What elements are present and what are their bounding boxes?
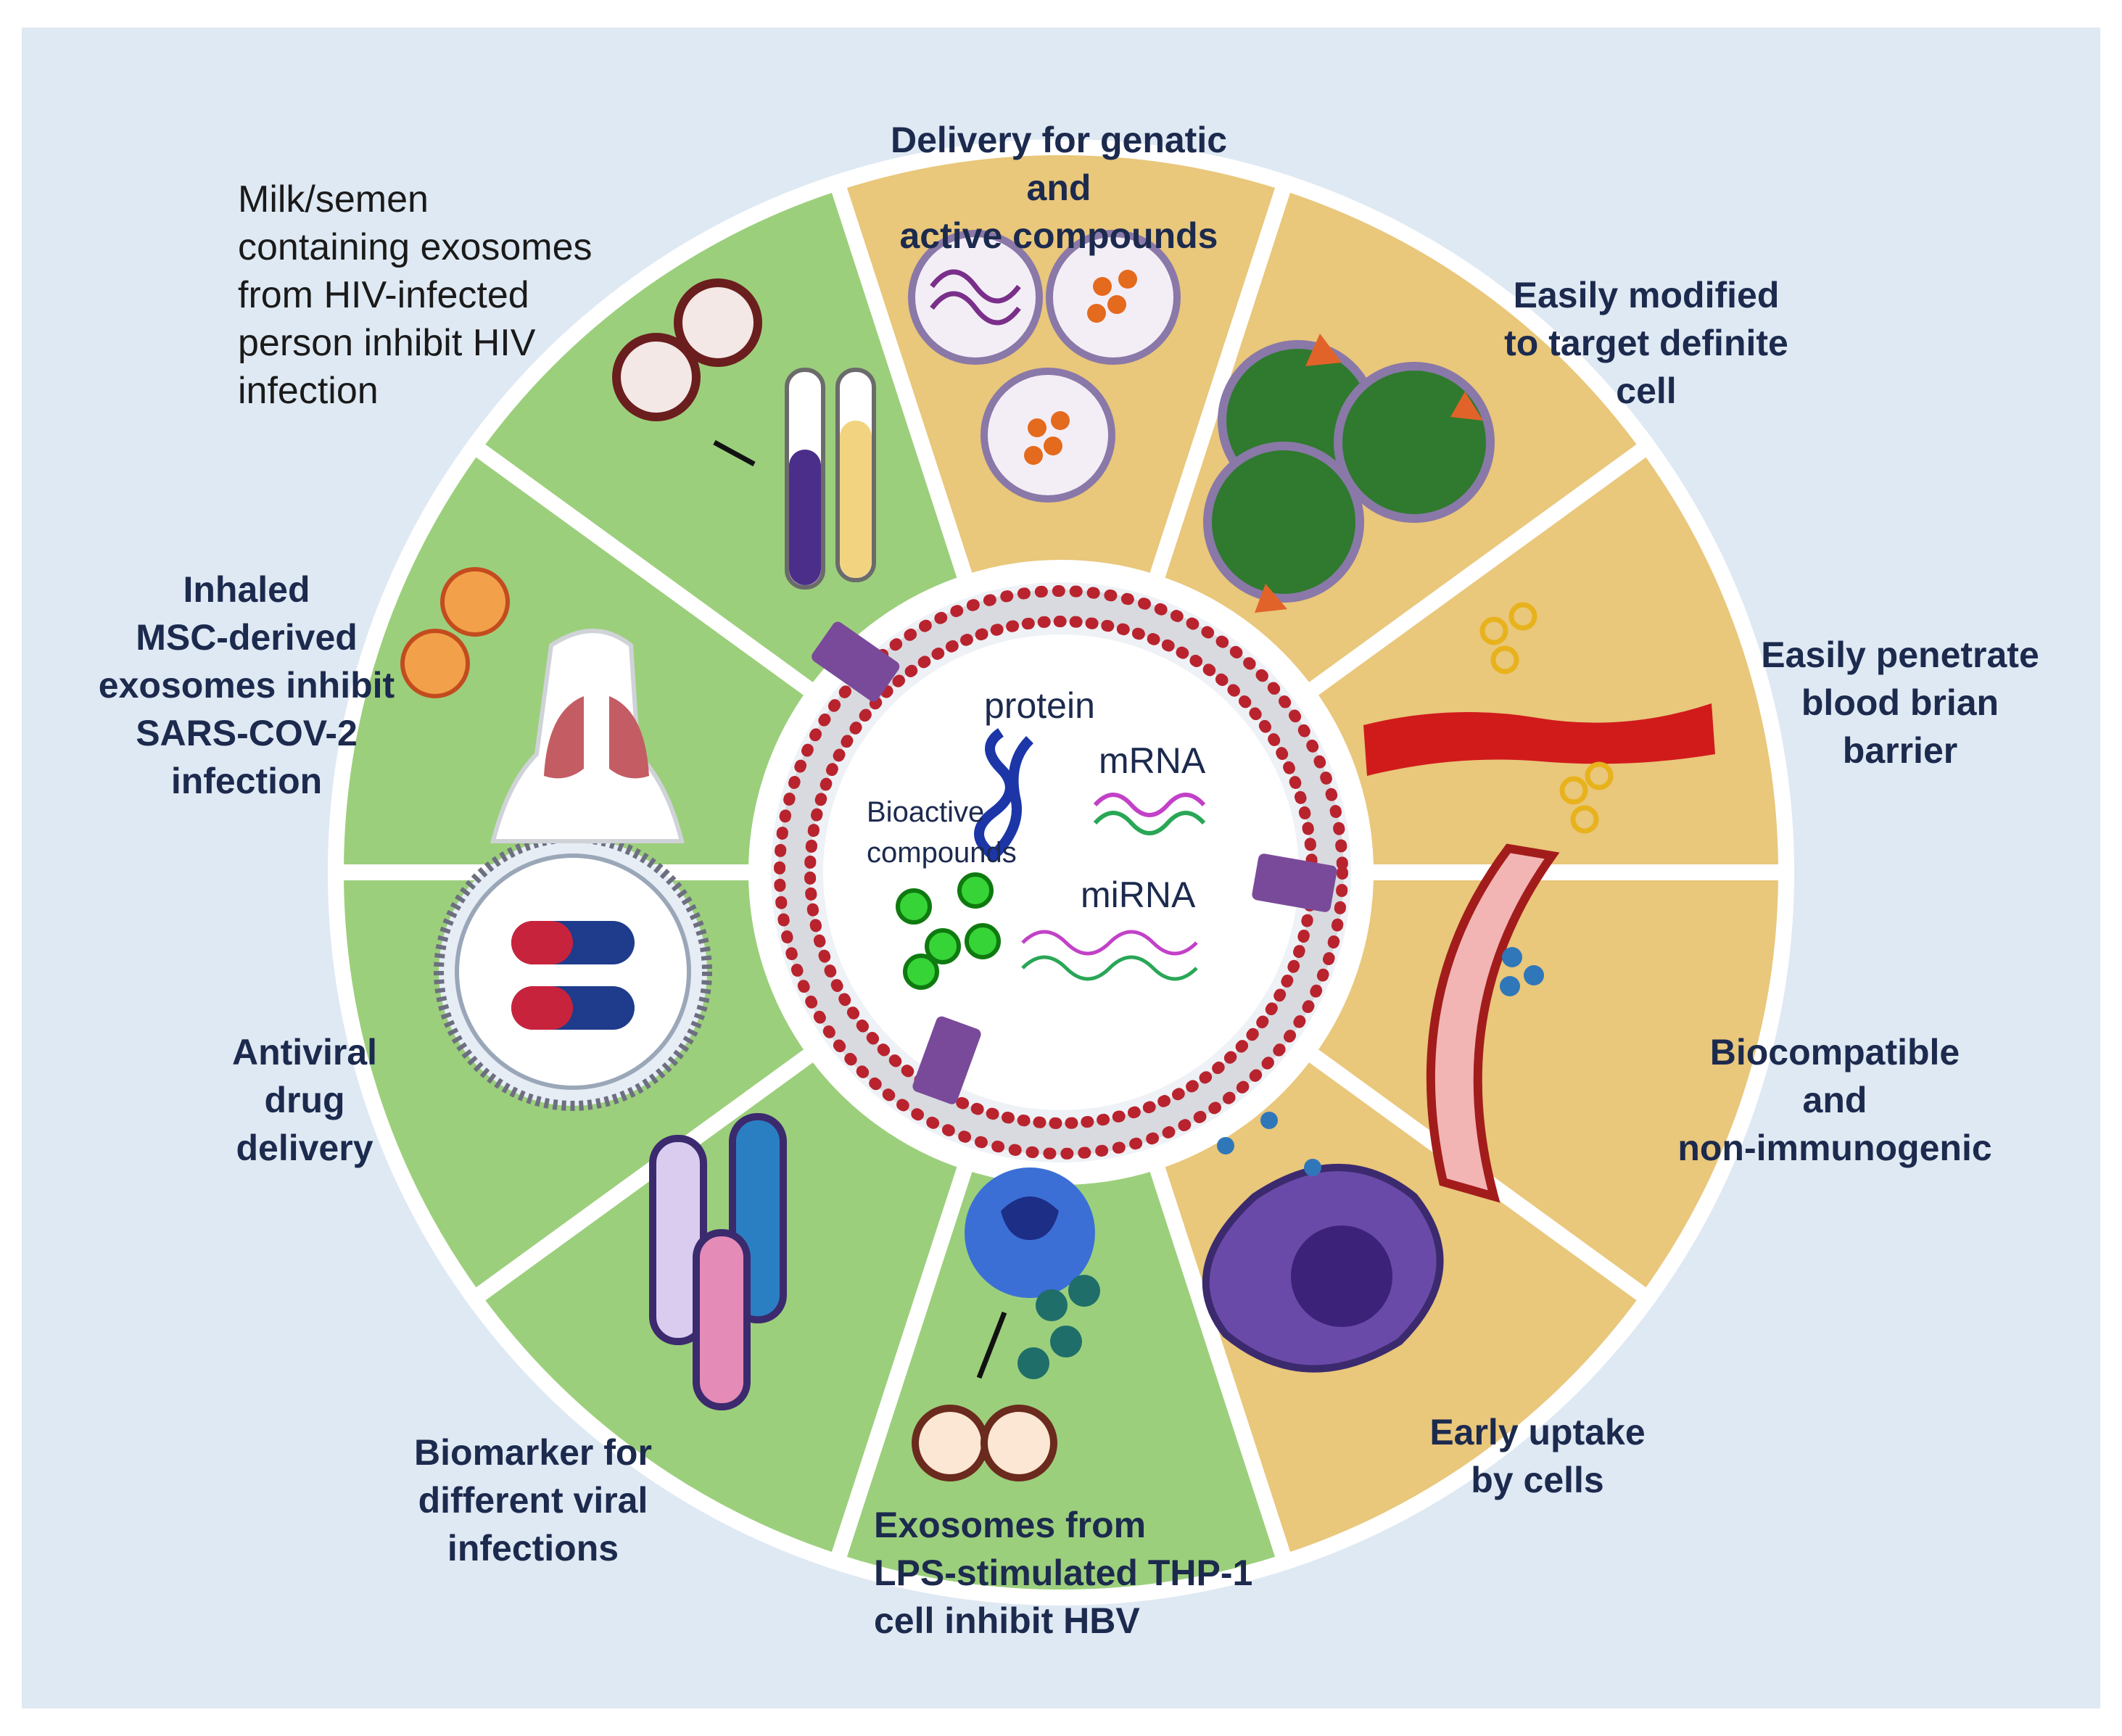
label-modified: Easily modified to target definite cell [1504, 275, 1788, 411]
hiv-virus-tubes-icon [612, 278, 876, 590]
mirna-label: miRNA [1081, 875, 1196, 915]
icons-layer [400, 230, 1715, 1481]
targeted-cell-icon [1203, 334, 1495, 613]
cargo-molecules-icon [896, 728, 1206, 990]
test-tubes-icon [649, 1113, 787, 1410]
bioactive-compounds-label: Bioactive compounds [867, 796, 1017, 869]
segment-bbb [1296, 434, 1795, 880]
label-hbv: Exosomes from LPS-stimulated THP-1 cell … [874, 1505, 1253, 1641]
vesicle-cargo-icon [908, 230, 1181, 503]
label-delivery: Delivery for genatic and active compound… [890, 120, 1228, 256]
drug-capsule-exosome-icon [434, 832, 712, 1111]
label-biomarker: Biomarker for different viral infections [414, 1432, 652, 1568]
label-sars: Inhaled MSC-derived exosomes inhibit SAR… [98, 569, 395, 801]
protein-label: protein [984, 685, 1095, 726]
label-hiv: Milk/semen containing exosomes from HIV-… [238, 178, 593, 412]
mrna-label: mRNA [1099, 740, 1206, 781]
label-antiviral: Antiviral drug delivery [231, 1032, 378, 1168]
segment-hbv [827, 1152, 1295, 1606]
monocyte-exosome-icon [912, 1167, 1100, 1481]
label-bbb: Easily penetrate blood brian barrier [1761, 635, 2039, 771]
label-uptake: Early uptake by cells [1429, 1412, 1646, 1500]
coronavirus-lungs-icon [400, 567, 685, 843]
macrophage-icon [1202, 1112, 1444, 1373]
blood-vessel-icon [1426, 843, 1560, 1203]
segment-biocompatible [1296, 864, 1795, 1310]
exosome-membrane-icon [771, 582, 1351, 1162]
label-biocompatible: Biocompatible and non-immunogenic [1677, 1032, 1992, 1168]
blood-brain-barrier-icon [1363, 602, 1715, 834]
